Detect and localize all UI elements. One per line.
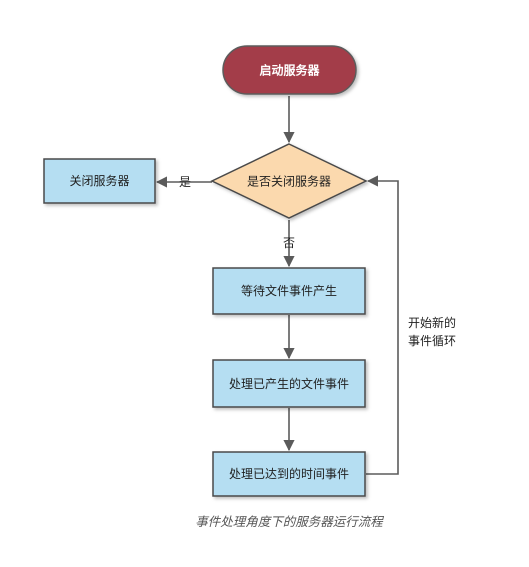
edge-loop-back	[366, 175, 399, 475]
edge-label-no: 否	[283, 236, 295, 250]
edges	[155, 96, 399, 475]
handle-time-event-node-shape	[212, 451, 366, 497]
handle-time-event-node: 处理已达到的时间事件	[212, 451, 366, 497]
handle-file-event-node-shape	[212, 359, 366, 408]
wait-file-event-node: 等待文件事件产生	[212, 267, 366, 315]
close-server-node: 关闭服务器	[43, 158, 156, 204]
edge-label-yes: 是	[179, 175, 191, 189]
close-server-node-shape	[43, 158, 156, 204]
wait-file-event-node-label: 等待文件事件产生	[241, 283, 337, 298]
decision-node-label: 是否关闭服务器	[247, 174, 331, 189]
handle-time-event-node-label: 处理已达到的时间事件	[229, 466, 349, 481]
handle-file-event-node: 处理已产生的文件事件	[212, 359, 366, 408]
start-node: 启动服务器	[222, 45, 357, 95]
close-server-node-label: 关闭服务器	[69, 173, 129, 188]
start-node-label: 启动服务器	[259, 63, 320, 78]
handle-file-event-node-label: 处理已产生的文件事件	[229, 376, 349, 391]
edge-label-loop-line1: 开始新的	[408, 315, 456, 330]
start-node-shape	[222, 45, 357, 95]
decision-node: 是否关闭服务器	[210, 143, 368, 219]
decision-node-shape	[210, 143, 368, 219]
edge-label-loop-line2: 事件循环	[408, 334, 456, 348]
diagram-caption: 事件处理角度下的服务器运行流程	[195, 514, 384, 529]
wait-file-event-node-shape	[212, 267, 366, 315]
